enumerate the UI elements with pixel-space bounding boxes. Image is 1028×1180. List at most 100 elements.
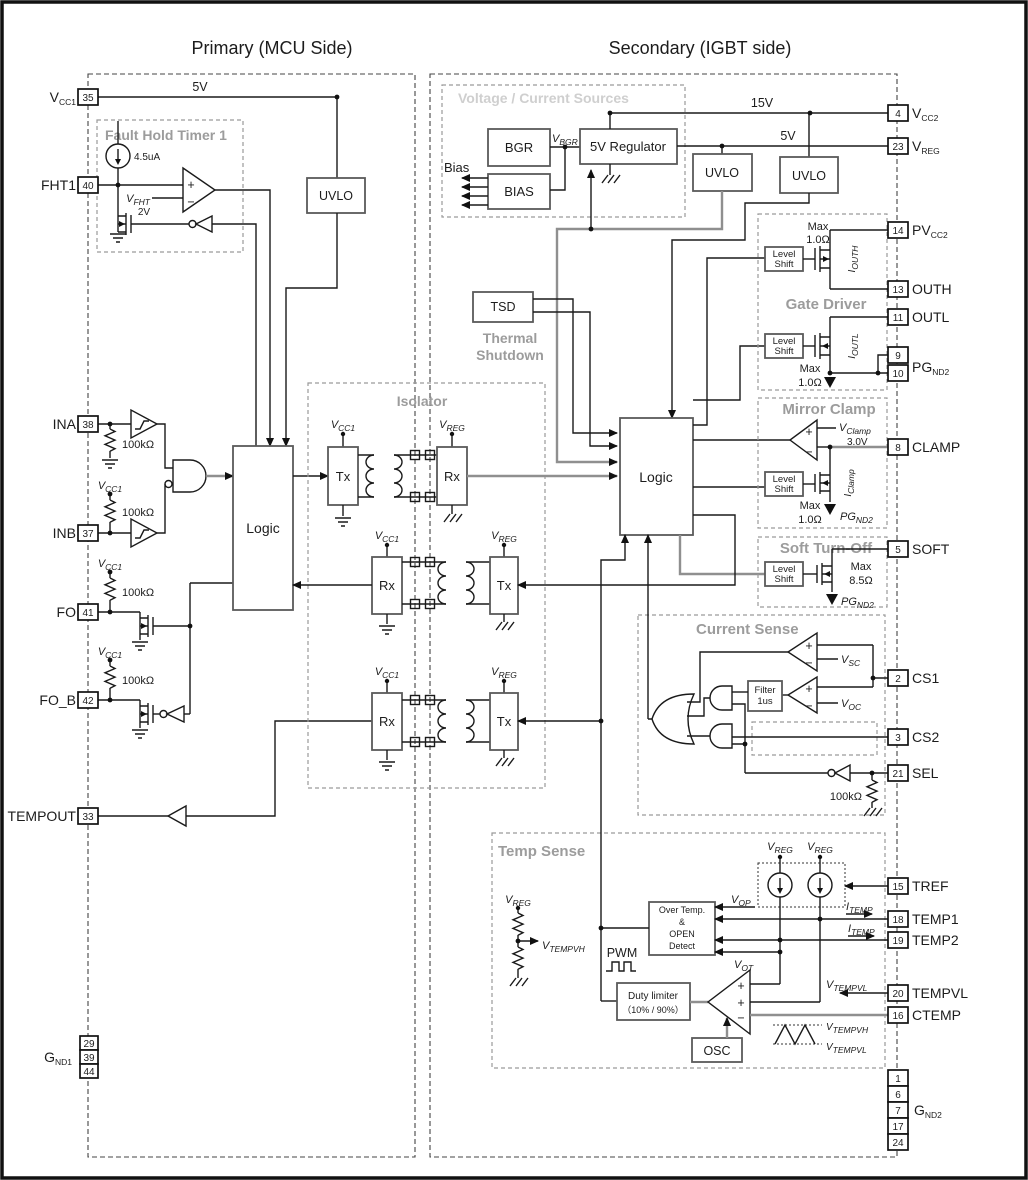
ina-pulldown-resistor	[103, 424, 117, 458]
thermal-shutdown: TSD Thermal Shutdown	[472, 291, 618, 450]
vfht-label: VFHT	[126, 193, 151, 207]
fo-pullup-resistor	[103, 572, 117, 612]
svg-text:1.0Ω: 1.0Ω	[798, 514, 822, 526]
vcc1-label-rx3: VCC1	[375, 666, 400, 680]
inb-schmitt-buffer-icon	[130, 517, 159, 549]
soft-max-label: Max	[851, 561, 872, 573]
vreg-label-tx3: VREG	[491, 666, 517, 680]
svg-text:PGND2: PGND2	[912, 359, 950, 377]
svg-text:VCC2: VCC2	[912, 105, 939, 123]
pin-pgnd2: 9 10 PGND2	[887, 346, 950, 382]
vtempvl-osc-label: VTEMPVL	[826, 1042, 867, 1055]
fault-hold-timer: Fault Hold Timer 1 4.5uA VFHT 2V + −	[96, 119, 274, 447]
svg-text:−: −	[187, 195, 194, 209]
vcc1-label-inb: VCC1	[98, 480, 123, 494]
pin-gnd2: 1 6 7 17 24 GND2	[887, 1069, 942, 1151]
level-shift-label: Level	[773, 474, 796, 485]
svg-text:24: 24	[892, 1138, 904, 1149]
svg-text:+: +	[805, 639, 812, 653]
fob-inverter-icon	[165, 704, 185, 724]
ground-icon	[132, 729, 148, 739]
titles: Primary (MCU Side) Secondary (IGBT side)	[191, 38, 791, 58]
outl-nmos-icon	[814, 333, 830, 359]
svg-text:14: 14	[892, 226, 904, 237]
transformer-coil-icon	[437, 561, 447, 605]
fht-inverter-icon	[194, 214, 213, 234]
svg-text:1.0Ω: 1.0Ω	[806, 234, 830, 246]
svg-text:21: 21	[892, 769, 904, 780]
svg-text:38: 38	[82, 420, 94, 431]
gate-driver: Gate Driver Level Shift Max 1.0Ω IOUTH L…	[757, 213, 888, 391]
clamp-max-label: Max	[800, 500, 821, 512]
logic-secondary: Logic	[517, 257, 790, 725]
clamp-nmos-icon	[814, 472, 830, 494]
svg-text:SOFT: SOFT	[912, 541, 950, 557]
level-shift-label: Level	[773, 564, 796, 575]
svg-text:9: 9	[895, 351, 901, 362]
svg-text:Shift: Shift	[774, 484, 793, 495]
transformer-coil-icon	[465, 699, 475, 743]
soft-nmos-icon	[816, 563, 832, 585]
ground-icon	[102, 459, 118, 469]
vop-label: VOP	[731, 894, 751, 908]
sel-inverter-icon	[833, 763, 851, 783]
and-gate-icon	[709, 723, 733, 749]
temp-sense-title: Temp Sense	[498, 843, 585, 860]
right-pins: 4 VCC2 23 VREG 14 PVCC2 13 OUTH 11 OUTL …	[887, 104, 968, 1151]
vfht-value: 2V	[138, 207, 151, 218]
pgnd2-label: PGND2	[841, 596, 874, 610]
svg-text:CTEMP: CTEMP	[912, 1007, 961, 1023]
outh-max-label: Max	[808, 221, 829, 233]
secondary-title: Secondary (IGBT side)	[609, 38, 792, 58]
ina-resistor-value: 100kΩ	[122, 439, 154, 451]
level-shift-label: Level	[773, 336, 796, 347]
vtempvh-label: VTEMPVH	[542, 940, 586, 954]
vcc1-label-tx1: VCC1	[331, 419, 356, 433]
bgr-label: BGR	[505, 140, 533, 155]
svg-text:44: 44	[83, 1067, 95, 1078]
pgnd-arrow-icon	[824, 504, 836, 515]
fo-resistor-value: 100kΩ	[122, 587, 154, 599]
level-shift-label: Level	[773, 249, 796, 260]
svg-text:37: 37	[82, 529, 94, 540]
soft-turn-off: Soft Turn-Off Level Shift Max 8.5Ω PGND2	[757, 536, 888, 610]
pin-inb: INB 37	[53, 524, 99, 542]
pgnd2-label: PGND2	[840, 511, 873, 525]
tsd-label: TSD	[491, 300, 516, 314]
ground-icon	[110, 233, 126, 243]
svg-text:11: 11	[893, 313, 904, 324]
svg-text:OUTL: OUTL	[912, 309, 950, 325]
svg-text:CS1: CS1	[912, 670, 939, 686]
transformer-coil-icon	[365, 454, 375, 498]
rx2-label: Rx	[379, 578, 395, 593]
svg-text:SEL: SEL	[912, 765, 939, 781]
vot-label: VOT	[734, 959, 754, 973]
svg-text:8.5Ω: 8.5Ω	[849, 575, 873, 587]
pin-vcc1: VCC1 35	[50, 88, 99, 107]
bias-label: BIAS	[504, 184, 534, 199]
svg-text:15: 15	[892, 882, 904, 893]
transformer-coil-icon	[437, 699, 447, 743]
svg-text:40: 40	[82, 181, 94, 192]
pin-tempvl: 20 TEMPVL	[887, 984, 968, 1002]
pin-fht1: FHT1 40	[41, 176, 99, 194]
svg-text:20: 20	[892, 989, 904, 1000]
svg-text:&: &	[679, 917, 685, 927]
outl-max-label: Max	[800, 363, 821, 375]
svg-text:+: +	[737, 996, 744, 1010]
itemp-label-1: ITEMP	[846, 901, 873, 915]
temp-sense: Temp Sense VREG VTEMPVH Over Temp. & OPE…	[491, 534, 888, 1069]
pin-ina: INA 38	[53, 415, 99, 433]
svg-text:7: 7	[895, 1106, 901, 1117]
5v-label-secondary: 5V	[780, 129, 796, 143]
uvlo-vcc2-label: UVLO	[792, 169, 826, 183]
sel-resistor-value: 100kΩ	[830, 791, 862, 803]
svg-text:8: 8	[895, 443, 901, 454]
uvlo-vreg-label: UVLO	[705, 166, 739, 180]
svg-text:OUTH: OUTH	[912, 281, 952, 297]
pin-tref: 15 TREF	[887, 877, 949, 895]
pin-temp2: 19 TEMP2	[887, 931, 959, 949]
thermal-title-2: Shutdown	[476, 347, 544, 363]
vcc1-label-fob: VCC1	[98, 646, 123, 660]
